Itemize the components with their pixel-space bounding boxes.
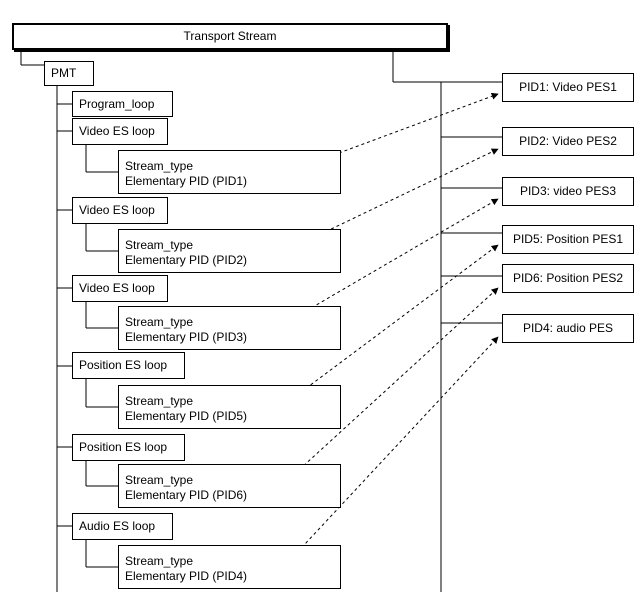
pes-label: PID4: audio PES: [523, 321, 613, 336]
pmt-label: PMT: [51, 66, 76, 81]
transport-stream-box: Transport Stream: [12, 23, 448, 50]
es-loop-title: Position ES loop: [79, 358, 167, 373]
pes-box: PID1: Video PES1: [502, 73, 634, 102]
program-loop-box: Program_loop: [72, 91, 173, 117]
elementary-pid-label: Elementary PID (PID3): [125, 330, 340, 345]
pes-box: PID4: audio PES: [502, 314, 634, 343]
transport-stream-label: Transport Stream: [184, 29, 277, 44]
pes-label: PID1: Video PES1: [519, 80, 617, 95]
es-loop-title: Video ES loop: [79, 203, 155, 218]
es-descriptor-box: Stream_typeElementary PID (PID3): [118, 306, 341, 350]
pes-box: PID5: Position PES1: [502, 225, 634, 254]
pes-label: PID2: Video PES2: [519, 134, 617, 149]
stream-type-label: Stream_type: [125, 159, 340, 174]
es-loop-box: Video ES loop: [72, 118, 168, 145]
pes-label: PID3: video PES3: [520, 184, 616, 199]
es-loop-title: Position ES loop: [79, 440, 167, 455]
pid-mapping-arrow: [277, 337, 498, 574]
elementary-pid-label: Elementary PID (PID4): [125, 569, 340, 584]
es-descriptor-box: Stream_typeElementary PID (PID5): [118, 385, 341, 429]
es-descriptor-box: Stream_typeElementary PID (PID2): [118, 229, 341, 273]
stream-type-label: Stream_type: [125, 315, 340, 330]
pes-label: PID5: Position PES1: [513, 232, 623, 247]
pes-box: PID2: Video PES2: [502, 127, 634, 156]
program-loop-label: Program_loop: [79, 97, 154, 112]
es-loop-box: Audio ES loop: [72, 513, 173, 540]
elementary-pid-label: Elementary PID (PID6): [125, 488, 340, 503]
es-loop-title: Audio ES loop: [79, 519, 155, 534]
es-loop-box: Video ES loop: [72, 197, 168, 224]
es-descriptor-box: Stream_typeElementary PID (PID6): [118, 464, 341, 508]
elementary-pid-label: Elementary PID (PID2): [125, 253, 340, 268]
elementary-pid-label: Elementary PID (PID5): [125, 409, 340, 424]
es-loop-box: Position ES loop: [72, 434, 185, 461]
stream-type-label: Stream_type: [125, 238, 340, 253]
pes-box: PID6: Position PES2: [502, 264, 634, 293]
es-loop-box: Video ES loop: [72, 275, 168, 302]
stream-type-label: Stream_type: [125, 554, 340, 569]
es-descriptor-box: Stream_typeElementary PID (PID1): [118, 150, 341, 194]
stream-type-label: Stream_type: [125, 394, 340, 409]
stream-type-label: Stream_type: [125, 473, 340, 488]
es-descriptor-box: Stream_typeElementary PID (PID4): [118, 545, 341, 589]
pes-label: PID6: Position PES2: [513, 271, 623, 286]
pmt-box: PMT: [44, 61, 94, 86]
pes-box: PID3: video PES3: [502, 177, 634, 206]
es-loop-title: Video ES loop: [79, 124, 155, 139]
es-loop-title: Video ES loop: [79, 281, 155, 296]
es-loop-box: Position ES loop: [72, 352, 185, 379]
elementary-pid-label: Elementary PID (PID1): [125, 174, 340, 189]
